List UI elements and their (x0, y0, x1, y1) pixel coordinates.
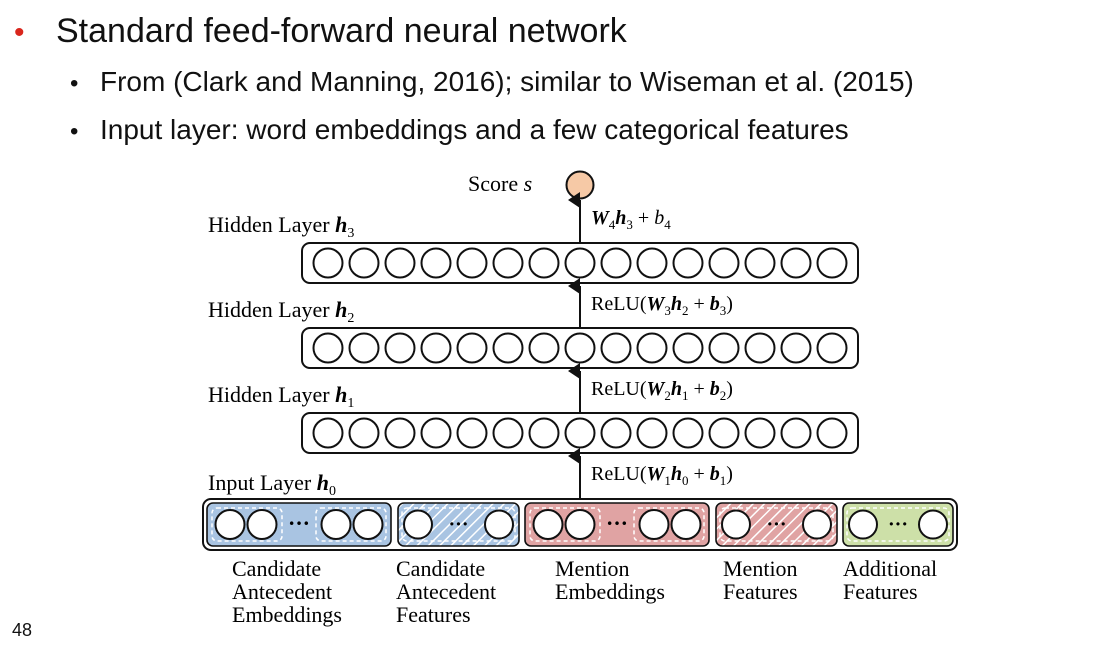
score-node (565, 170, 595, 200)
neuron-unit (670, 509, 702, 540)
neuron-unit (816, 417, 848, 449)
neuron-unit (564, 247, 596, 279)
neuron-unit (456, 417, 488, 449)
neuron-unit (672, 247, 704, 279)
page-number: 48 (12, 620, 33, 640)
sub-bullet: • From (Clark and Manning, 2016); simila… (70, 66, 914, 98)
neuron-unit (672, 417, 704, 449)
neuron-unit (638, 509, 670, 540)
neuron-unit (532, 509, 564, 540)
neuron-unit (492, 332, 524, 364)
ellipsis: ··· (448, 514, 468, 536)
neuron-unit (918, 509, 948, 540)
neuron-unit (312, 417, 344, 449)
neuron-unit (348, 332, 380, 364)
neuron-unit (352, 509, 384, 540)
main-bullet-text: Standard feed-forward neural network (56, 12, 627, 50)
neuron-unit (492, 417, 524, 449)
ellipsis: ··· (766, 514, 786, 536)
neuron-unit (600, 417, 632, 449)
transition-formula: W4h3 + b4 (591, 207, 671, 232)
neuron-unit (348, 417, 380, 449)
input-subgroup-box (315, 507, 387, 542)
neuron-unit (802, 509, 832, 540)
neuron-unit (246, 509, 278, 540)
transition-formula: ReLU(W1h0 + b1) (591, 463, 733, 488)
neuron-unit (456, 332, 488, 364)
neuron-unit (672, 332, 704, 364)
neuron-unit (384, 332, 416, 364)
hidden-layer-label: Hidden Layer h1 (208, 382, 354, 411)
input-subgroup-box (529, 507, 601, 542)
hidden-layer-label: Hidden Layer h2 (208, 297, 354, 326)
neuron-unit (636, 332, 668, 364)
neuron-unit (708, 332, 740, 364)
neuron-unit (420, 247, 452, 279)
neuron-unit (848, 509, 878, 540)
ellipsis: ··· (288, 511, 310, 536)
neuron-unit (312, 247, 344, 279)
neuron-unit (636, 247, 668, 279)
neuron-unit (492, 247, 524, 279)
sub-bullet: • Input layer: word embeddings and a few… (70, 114, 849, 146)
neuron-unit (744, 332, 776, 364)
ellipsis: ··· (606, 511, 628, 536)
neuron-unit (528, 247, 560, 279)
neuron-unit (564, 417, 596, 449)
neuron-unit (456, 247, 488, 279)
neuron-unit (600, 332, 632, 364)
neuron-unit (384, 247, 416, 279)
neuron-unit (403, 509, 433, 540)
input-subgroup-box (846, 507, 950, 542)
neuron-unit (744, 247, 776, 279)
neuron-unit (708, 417, 740, 449)
score-label: Score s (468, 171, 532, 196)
neuron-unit (564, 332, 596, 364)
hidden-layer-label: Hidden Layer h3 (208, 212, 354, 241)
sub-bullet-text: Input layer: word embeddings and a few c… (100, 114, 849, 145)
neuron-unit (636, 417, 668, 449)
neuron-unit (780, 417, 812, 449)
neuron-unit (484, 509, 514, 540)
neuron-unit (420, 332, 452, 364)
bullet-icon: • (70, 118, 79, 145)
neuron-unit (780, 332, 812, 364)
input-subgroup-box (401, 507, 516, 542)
neuron-unit (816, 332, 848, 364)
main-bullet: • Standard feed-forward neural network (14, 12, 627, 51)
neuron-unit (528, 332, 560, 364)
neuron-unit (600, 247, 632, 279)
neuron-unit (816, 247, 848, 279)
sub-bullet-text: From (Clark and Manning, 2016); similar … (100, 66, 914, 97)
neuron-unit (721, 509, 751, 540)
neuron-unit (744, 417, 776, 449)
transition-formula: ReLU(W3h2 + b3) (591, 293, 733, 318)
neuron-unit (564, 509, 596, 540)
transition-formula: ReLU(W2h1 + b2) (591, 378, 733, 403)
input-layer-label: Input Layer h0 (208, 470, 336, 499)
neuron-unit (320, 509, 352, 540)
ellipsis: ··· (888, 514, 908, 536)
neuron-unit (708, 247, 740, 279)
neuron-unit (420, 417, 452, 449)
neuron-unit (214, 509, 246, 540)
neuron-unit (384, 417, 416, 449)
bullet-icon: • (70, 70, 79, 97)
bullet-icon: • (14, 16, 25, 49)
neuron-unit (312, 332, 344, 364)
neuron-unit (348, 247, 380, 279)
input-subgroup-box (719, 507, 834, 542)
input-subgroup-box (633, 507, 705, 542)
neuron-unit (780, 247, 812, 279)
neuron-unit (528, 417, 560, 449)
input-subgroup-box (211, 507, 283, 542)
